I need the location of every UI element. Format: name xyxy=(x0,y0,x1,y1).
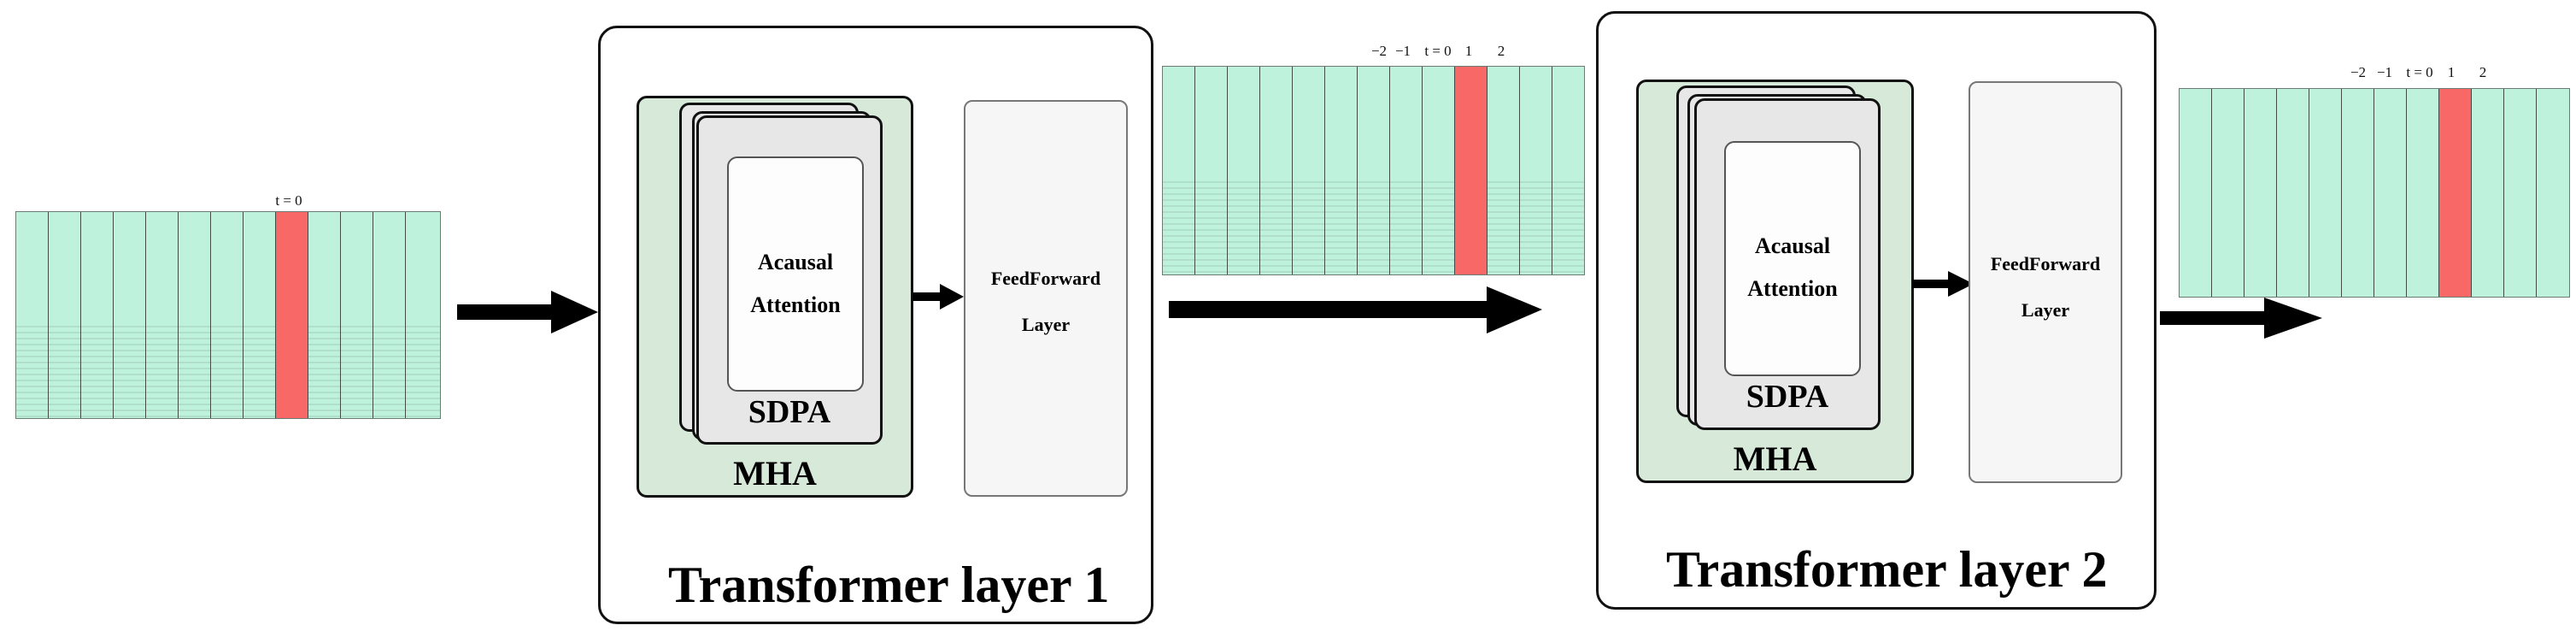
tick-label: −1 xyxy=(1394,43,1411,59)
frame xyxy=(1423,67,1455,274)
frame xyxy=(2537,89,2569,297)
frame xyxy=(1195,67,1228,274)
frame xyxy=(2244,89,2277,297)
tick-label: 1 xyxy=(2447,64,2456,80)
acausal-attention-box xyxy=(727,156,864,392)
frame xyxy=(2472,89,2504,297)
frame xyxy=(2504,89,2537,297)
attention-label-line1: Acausal xyxy=(757,250,834,274)
tick-label: 1 xyxy=(1464,43,1473,59)
frame xyxy=(1552,67,1584,274)
arrow-right-icon xyxy=(2160,298,2322,339)
output-sequence-1 xyxy=(1162,66,1585,275)
tick-label: 2 xyxy=(1497,43,1505,59)
attention-label-line2: Attention xyxy=(750,292,841,317)
tick-label: t = 0 xyxy=(2406,64,2433,80)
tick-label: 2 xyxy=(2479,64,2487,80)
frame xyxy=(1228,67,1260,274)
input-time-label: t = 0 xyxy=(275,192,302,209)
feedforward-label-line1: FeedForward xyxy=(1990,253,2101,274)
frame xyxy=(2407,89,2439,297)
frame xyxy=(1488,67,1520,274)
feedforward-label-line2: Layer xyxy=(2021,299,2070,321)
frame xyxy=(2342,89,2374,297)
arrow-right-icon xyxy=(1912,271,1974,297)
tick-label: −2 xyxy=(1370,43,1388,59)
feedforward-label-line1: FeedForward xyxy=(990,268,1101,289)
frame xyxy=(2277,89,2309,297)
input-spectrogram xyxy=(15,211,441,419)
frame xyxy=(146,212,179,418)
attention-label-line1: Acausal xyxy=(1754,233,1831,258)
frame xyxy=(49,212,81,418)
frame xyxy=(1163,67,1195,274)
mha-label: MHA xyxy=(733,454,817,492)
sdpa-label: SDPA xyxy=(1746,379,1829,415)
frame xyxy=(406,212,440,418)
frame xyxy=(16,212,49,418)
sdpa-label: SDPA xyxy=(748,394,831,430)
frame xyxy=(1260,67,1293,274)
frame xyxy=(179,212,211,418)
frame xyxy=(244,212,276,418)
frame xyxy=(373,212,406,418)
frame xyxy=(81,212,114,418)
frame xyxy=(341,212,373,418)
frame xyxy=(1520,67,1552,274)
attention-label-line2: Attention xyxy=(1747,276,1838,301)
current-frame xyxy=(276,212,308,418)
tick-label: −1 xyxy=(2376,64,2393,80)
frame xyxy=(2309,89,2342,297)
arrow-right-icon xyxy=(457,291,598,333)
frame xyxy=(2212,89,2244,297)
current-frame xyxy=(2439,89,2472,297)
frame xyxy=(1293,67,1325,274)
mha-label: MHA xyxy=(1733,439,1817,478)
frame xyxy=(211,212,244,418)
tick-label: −2 xyxy=(2350,64,2367,80)
arrow-right-icon xyxy=(912,284,964,310)
output-sequence-2 xyxy=(2179,88,2570,298)
current-frame xyxy=(1455,67,1488,274)
transformer-layer-1-title: Transformer layer 1 xyxy=(668,557,1110,613)
arrow-right-icon xyxy=(1169,286,1542,333)
frame xyxy=(1325,67,1358,274)
frame xyxy=(2374,89,2407,297)
frame xyxy=(308,212,341,418)
frame xyxy=(1358,67,1390,274)
tick-label: t = 0 xyxy=(1424,43,1452,59)
transformer-layer-2-title: Transformer layer 2 xyxy=(1666,541,2108,598)
acausal-attention-box xyxy=(1724,141,1861,376)
feedforward-label-line2: Layer xyxy=(1021,314,1071,335)
frame xyxy=(2180,89,2212,297)
frame xyxy=(114,212,146,418)
frame xyxy=(1390,67,1423,274)
feedforward-layer xyxy=(1969,81,2122,483)
feedforward-layer xyxy=(964,100,1128,497)
